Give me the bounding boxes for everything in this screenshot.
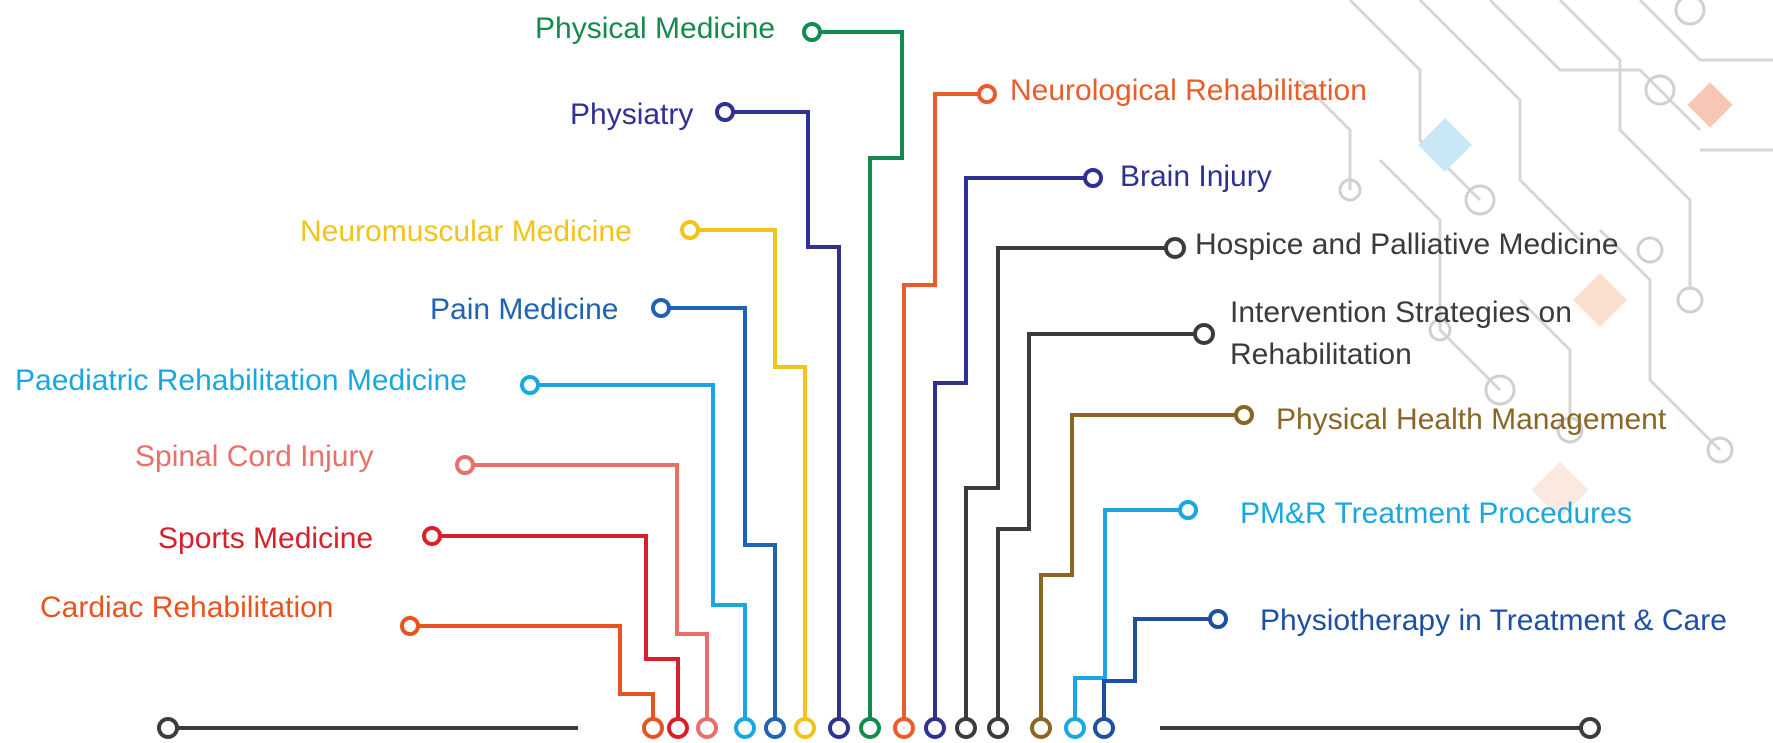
wire-end-dot-neuromuscular-medicine bbox=[680, 220, 700, 240]
wire-cardiac-rehabilitation bbox=[410, 624, 655, 719]
wire-physical-health-management bbox=[1039, 413, 1244, 719]
circuit-node-2 bbox=[1644, 74, 1676, 106]
circuit-trace-10 bbox=[1298, 78, 1352, 190]
wire-end-dot-physiatry bbox=[715, 102, 735, 122]
circuit-node-9 bbox=[1338, 178, 1362, 202]
wire-end-dot-neurological-rehabilitation bbox=[977, 84, 997, 104]
topic-label-brain-injury: Brain Injury bbox=[1120, 160, 1272, 193]
circuit-node-6 bbox=[1484, 374, 1516, 406]
wire-bottom-dot-intervention-strategies-on-rehabilitation bbox=[987, 717, 1009, 739]
wire-physiatry bbox=[725, 110, 841, 719]
circuit-node-7 bbox=[1706, 436, 1734, 464]
topic-label-neurological-rehabilitation: Neurological Rehabilitation bbox=[1010, 74, 1367, 107]
wire-bottom-dot-cardiac-rehabilitation bbox=[642, 717, 664, 739]
topic-label-pain-medicine: Pain Medicine bbox=[430, 293, 618, 326]
topic-label-physical-health-management: Physical Health Management bbox=[1276, 403, 1667, 436]
circuit-node-1 bbox=[1674, 0, 1706, 26]
topic-label-sports-medicine: Sports Medicine bbox=[158, 522, 373, 555]
circuit-node-10 bbox=[1428, 318, 1452, 342]
wire-paediatric-rehabilitation-medicine bbox=[530, 383, 747, 719]
circuit-diamond-1 bbox=[1418, 118, 1472, 172]
left-baseline-end-dot bbox=[157, 717, 179, 739]
wire-pain-medicine bbox=[661, 306, 777, 719]
wire-bottom-dot-hospice-and-palliative-medicine bbox=[955, 717, 977, 739]
circuit-trace-6 bbox=[1378, 158, 1502, 392]
wire-end-dot-spinal-cord-injury bbox=[455, 455, 475, 475]
topic-label-pmandr-treatment-procedures: PM&R Treatment Procedures bbox=[1240, 497, 1632, 530]
wire-end-dot-cardiac-rehabilitation bbox=[400, 616, 420, 636]
topic-label-line: Rehabilitation bbox=[1230, 338, 1412, 371]
wire-bottom-dot-neuromuscular-medicine bbox=[794, 717, 816, 739]
wire-end-dot-physical-health-management bbox=[1234, 405, 1254, 425]
wire-neurological-rehabilitation bbox=[902, 92, 987, 719]
circuit-node-8 bbox=[1556, 416, 1584, 444]
circuit-diamond-3 bbox=[1687, 82, 1733, 128]
wire-neuromuscular-medicine bbox=[690, 228, 807, 719]
wire-end-dot-pain-medicine bbox=[651, 298, 671, 318]
topic-label-line: Intervention Strategies on bbox=[1230, 296, 1572, 329]
topic-wires bbox=[400, 22, 1254, 739]
baseline-connectors bbox=[157, 717, 1601, 739]
topic-label-physiatry: Physiatry bbox=[570, 98, 693, 131]
circuit-trace-5 bbox=[1638, 0, 1773, 62]
wire-bottom-dot-spinal-cord-injury bbox=[696, 717, 718, 739]
wire-spinal-cord-injury bbox=[465, 463, 709, 719]
circuit-trace-8 bbox=[1518, 298, 1572, 430]
topic-label-physical-medicine: Physical Medicine bbox=[535, 12, 775, 45]
wire-bottom-dot-physical-health-management bbox=[1030, 717, 1052, 739]
wire-hospice-and-palliative-medicine bbox=[964, 246, 1175, 719]
circuit-diamond-4 bbox=[1531, 461, 1589, 519]
wire-end-dot-sports-medicine bbox=[422, 526, 442, 546]
topic-labels: Cardiac Rehabilitation Sports Medicine Spi… bbox=[15, 12, 1727, 637]
topic-label-neuromuscular-medicine: Neuromuscular Medicine bbox=[300, 215, 632, 248]
wire-bottom-dot-pmandr-treatment-procedures bbox=[1064, 717, 1086, 739]
wire-bottom-dot-brain-injury bbox=[924, 717, 946, 739]
wire-end-dot-hospice-and-palliative-medicine bbox=[1164, 237, 1186, 259]
wire-pmandr-treatment-procedures bbox=[1073, 508, 1188, 719]
wire-end-dot-physiotherapy-in-treatment-and-care bbox=[1208, 609, 1228, 629]
circuit-node-3 bbox=[1464, 184, 1496, 216]
wire-sports-medicine bbox=[432, 534, 680, 719]
wire-end-dot-brain-injury bbox=[1083, 168, 1103, 188]
wire-end-dot-intervention-strategies-on-rehabilitation bbox=[1193, 323, 1215, 345]
circuit-trace-2 bbox=[1418, 0, 1582, 242]
wire-bottom-dot-pain-medicine bbox=[764, 717, 786, 739]
topic-label-intervention-strategies-on-rehabilitation: Intervention Strategies on Rehabilitation bbox=[1230, 296, 1572, 371]
wire-bottom-dot-physical-medicine bbox=[859, 717, 881, 739]
wire-end-dot-pmandr-treatment-procedures bbox=[1178, 500, 1198, 520]
wire-bottom-dot-paediatric-rehabilitation-medicine bbox=[734, 717, 756, 739]
right-baseline-end-dot bbox=[1579, 717, 1601, 739]
wire-intervention-strategies-on-rehabilitation bbox=[996, 332, 1204, 719]
circuit-node-5 bbox=[1676, 286, 1704, 314]
circuit-background-decoration bbox=[1298, 0, 1773, 519]
circuit-node-4 bbox=[1636, 236, 1664, 264]
wire-bottom-dot-physiatry bbox=[828, 717, 850, 739]
topic-label-cardiac-rehabilitation: Cardiac Rehabilitation bbox=[40, 591, 334, 624]
circuit-diamond-2 bbox=[1573, 273, 1627, 327]
wire-bottom-dot-physiotherapy-in-treatment-and-care bbox=[1093, 717, 1115, 739]
topic-label-spinal-cord-injury: Spinal Cord Injury bbox=[135, 440, 373, 473]
wire-end-dot-physical-medicine bbox=[802, 22, 822, 42]
wire-brain-injury bbox=[933, 176, 1093, 719]
topic-label-hospice-and-palliative-medicine: Hospice and Palliative Medicine bbox=[1195, 228, 1619, 261]
wire-bottom-dot-sports-medicine bbox=[667, 717, 689, 739]
wire-end-dot-paediatric-rehabilitation-medicine bbox=[520, 375, 540, 395]
wire-physical-medicine bbox=[812, 30, 904, 719]
circuit-trace-1 bbox=[1348, 0, 1482, 202]
wire-bottom-dot-neurological-rehabilitation bbox=[893, 717, 915, 739]
topic-label-physiotherapy-in-treatment-and-care: Physiotherapy in Treatment & Care bbox=[1260, 604, 1727, 637]
circuit-trace-7 bbox=[1598, 228, 1722, 452]
topic-label-paediatric-rehabilitation-medicine: Paediatric Rehabilitation Medicine bbox=[15, 364, 467, 397]
circuit-trace-4 bbox=[1558, 0, 1692, 290]
wire-physiotherapy-in-treatment-and-care bbox=[1102, 617, 1218, 719]
